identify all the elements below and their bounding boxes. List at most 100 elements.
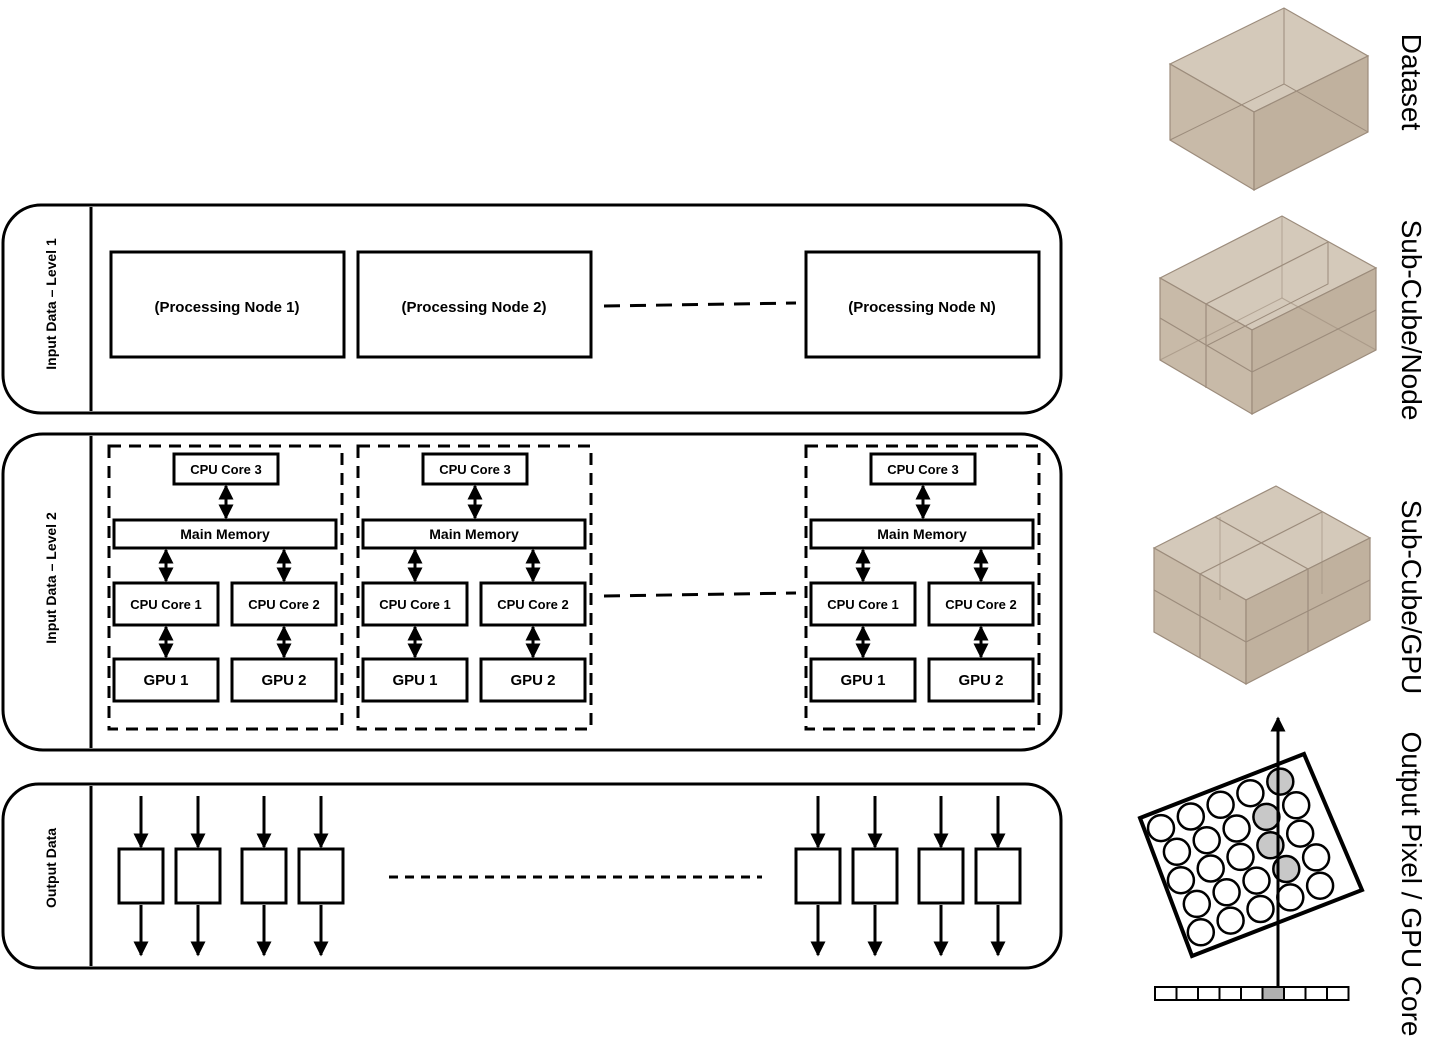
node-group-border [804,444,1041,731]
gpu-core-circle [1285,819,1315,848]
cpu-core-3-box [869,452,977,486]
output-unit-8 [974,796,1022,957]
output-pixel-strip [1154,986,1350,1001]
gpu-1-box-label: GPU 1 [143,672,188,689]
output-pixel-cell [1326,986,1350,1001]
gpu-core-circle [1162,837,1192,867]
subcube-node-label: Sub-Cube/Node [1396,220,1427,421]
output-unit-1 [117,796,165,957]
gpu-2-box-label: GPU 2 [510,672,555,689]
gpu-core-circle [1222,814,1251,843]
gpu-2-box [927,657,1035,703]
level2-ellipsis-dash [603,591,797,598]
output-pixel-cell [1154,986,1178,1001]
gpu-1-box [809,657,917,703]
cpu-core-3-box [172,452,280,486]
processing-node-1: (Processing Node 1) [109,250,346,359]
level2-label: Input Data – Level 2 [43,512,59,644]
gpu-core-circle [1196,854,1225,883]
output-pixel-cell [1197,986,1221,1001]
output-pixel-cell [1304,986,1328,1001]
gpu-core-circle [1236,778,1265,808]
gpu-1-box [361,657,469,703]
output-pixel-cell [1261,986,1285,1001]
cpu-core-1-box-label: CPU Core 1 [827,597,899,612]
subcube-node-cube [1158,215,1378,416]
output-unit-box [974,847,1022,905]
output-label: Output Data [43,828,59,908]
gpu-core-circles [1146,767,1335,947]
output-pixel-grid [1137,716,1365,1001]
node-group-border [107,444,344,731]
dataset-label: Dataset [1396,34,1427,131]
gpu-2-box-label: GPU 2 [958,672,1003,689]
gpu-core-circle [1186,918,1216,947]
cpu-core-3-box-label: CPU Core 3 [190,462,262,477]
cpu-core-1-box-label: CPU Core 1 [379,597,451,612]
gpu-2-box-label: GPU 2 [261,672,306,689]
output-panel: Output Data [1,782,1063,970]
cpu-core-2-box [479,581,587,627]
level2-panel: Input Data – Level 2 CPU Core 3 Main Memo… [1,432,1063,752]
gpu-core-circle [1176,802,1206,831]
cpu-core-1-box-label: CPU Core 1 [130,597,202,612]
level1-label: Input Data – Level 1 [43,238,59,370]
dataset-cube [1168,7,1370,192]
gpu-core-circle [1216,906,1245,935]
output-pixel-label: Output Pixel / GPU Core [1396,731,1427,1036]
output-unit-4 [297,796,345,957]
cpu-core-1-box [112,581,220,627]
gpu-core-circle [1246,894,1275,924]
processing-node-2-label: (Processing Node 2) [401,299,546,316]
cpu-core-1-box [361,581,469,627]
cpu-core-2-box-label: CPU Core 2 [497,597,569,612]
output-unit-box [917,847,965,905]
main-memory-box-label: Main Memory [429,526,519,542]
output-unit-box [174,847,222,905]
gpu-core-circle [1305,871,1335,900]
output-units [117,796,1022,957]
output-unit-6 [851,796,899,957]
gpu-core-circle [1192,825,1221,855]
subcube-gpu-label: Sub-Cube/GPU [1396,500,1427,695]
output-unit-2 [174,796,222,957]
processing-node-2: (Processing Node 2) [356,250,593,359]
output-unit-box [297,847,345,905]
output-unit-3 [240,796,288,957]
cpu-core-1-box [809,581,917,627]
output-pixel-cell [1283,986,1307,1001]
node-group-border [356,444,593,731]
gpu-core-circle [1301,843,1331,872]
main-memory-box [361,518,587,550]
main-memory-box-label: Main Memory [877,526,967,542]
output-unit-5 [794,796,842,957]
cpu-core-3-box-label: CPU Core 3 [887,462,959,477]
gpu-core-circle [1212,878,1241,907]
gpu-2-box [230,657,338,703]
output-unit-box [851,847,899,905]
gpu-core-circle [1182,889,1212,919]
gpu-1-box [112,657,220,703]
gpu-core-circle [1206,790,1235,820]
main-memory-box [809,518,1035,550]
gpu-core-circle [1266,767,1295,796]
processing-node-1-label: (Processing Node 1) [154,299,299,316]
main-memory-box-label: Main Memory [180,526,270,542]
output-unit-box [794,847,842,905]
output-unit-box [240,847,288,905]
node-ellipsis-dash [603,301,797,308]
cpu-core-3-box-label: CPU Core 3 [439,462,511,477]
cpu-core-2-box [927,581,1035,627]
gpu-1-box-label: GPU 1 [840,672,885,689]
gpu-core-circle [1281,791,1311,820]
cpu-core-2-box-label: CPU Core 2 [248,597,320,612]
gpu-core-circle [1242,866,1271,895]
main-memory-box [112,518,338,550]
level1-panel: Input Data – Level 1 (Processing Node 1)… [1,203,1063,415]
gpu-core-circle [1252,802,1281,832]
